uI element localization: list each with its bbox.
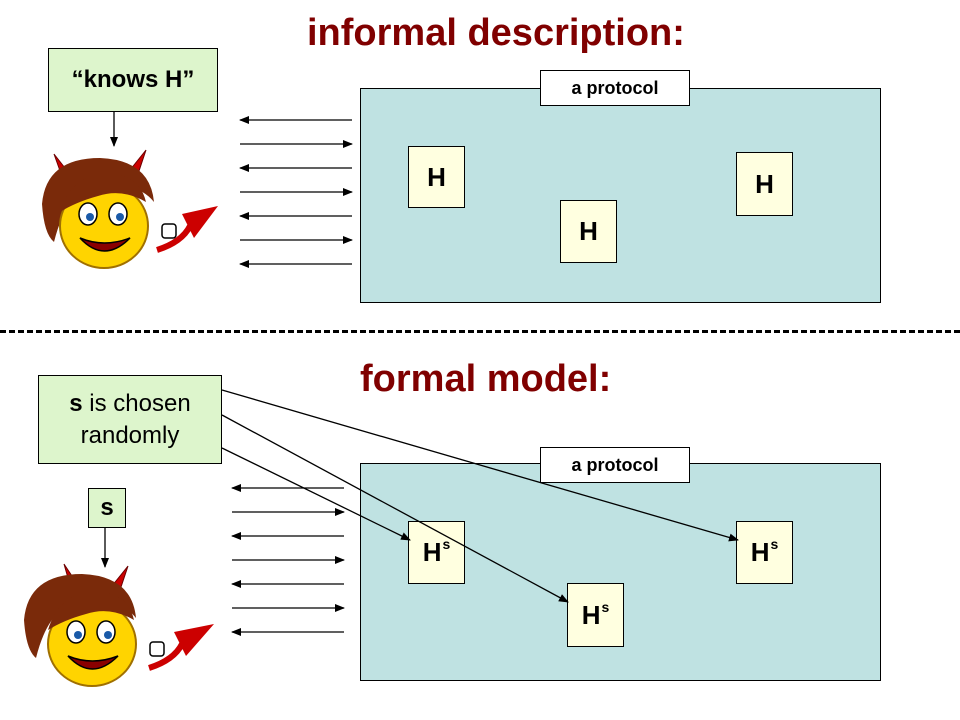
hs-box: Hs <box>567 583 624 647</box>
hs-box-label: Hs <box>581 598 610 631</box>
devil-adversary-icon <box>42 149 218 269</box>
devil-adversary-icon <box>24 563 214 687</box>
h-box: H <box>408 146 465 208</box>
seed-distribution-arrows <box>221 389 739 603</box>
hs-box: Hs <box>736 521 793 584</box>
top-protocol-label-text: a protocol <box>571 77 659 98</box>
hs-box-sup: s <box>601 598 610 615</box>
informal-description-title: informal description: <box>307 12 685 54</box>
seed-box: s <box>88 488 126 528</box>
hs-box-sup: s <box>442 536 451 553</box>
seed-box-label: s <box>100 494 114 521</box>
hs-box-base: H <box>750 537 770 567</box>
h-box: H <box>560 200 617 263</box>
section-divider <box>0 330 960 333</box>
seed-note-text: s is chosen randomly <box>45 388 215 450</box>
h-box-label: H <box>427 161 446 192</box>
seed-to-hs-arrow <box>221 447 411 541</box>
h-box-label: H <box>755 168 774 199</box>
h-box: H <box>736 152 793 216</box>
top-protocol-label: a protocol <box>540 70 690 106</box>
formal-model-title: formal model: <box>360 358 612 400</box>
bottom-protocol-label-text: a protocol <box>571 454 659 475</box>
hs-box-base: H <box>581 599 601 630</box>
knows-h-note: “knows H” <box>48 48 218 112</box>
hs-box-label: Hs <box>750 536 779 568</box>
seed-to-hs-arrow <box>221 389 739 542</box>
bottom-protocol-label: a protocol <box>540 447 690 483</box>
hs-box-label: Hs <box>422 536 451 568</box>
seed-to-hs-arrow <box>221 414 569 603</box>
h-box-label: H <box>579 216 598 246</box>
knows-h-text: “knows H” <box>71 66 195 93</box>
bottom-message-arrows <box>231 484 345 636</box>
seed-note: s is chosen randomly <box>38 375 222 464</box>
seed-note-rest: is chosen randomly <box>80 390 191 449</box>
hs-box-sup: s <box>770 536 779 553</box>
hs-box-base: H <box>422 537 442 567</box>
top-message-arrows <box>239 116 353 268</box>
seed-note-bold: s <box>69 390 83 418</box>
